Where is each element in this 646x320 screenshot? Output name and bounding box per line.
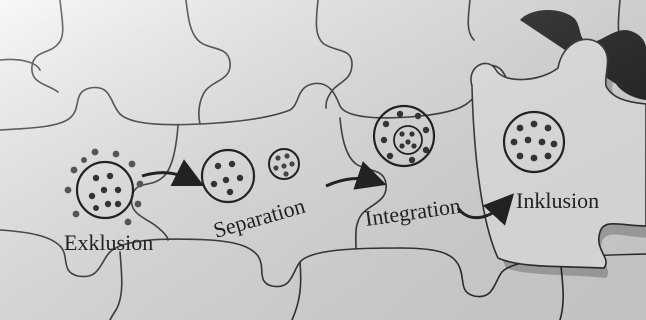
arrow-separation-to-integration <box>325 161 387 190</box>
stage-label-inklusion: Inklusion <box>516 188 599 213</box>
stage-label-exklusion: Exklusion <box>64 230 153 255</box>
arrow-exklusion-to-separation <box>141 159 205 187</box>
arrow-integration-to-inklusion <box>456 193 515 226</box>
exklusion-symbol <box>64 148 144 226</box>
separation-symbol <box>200 148 300 204</box>
integration-symbol <box>372 104 436 168</box>
inklusion-symbol <box>502 110 566 174</box>
